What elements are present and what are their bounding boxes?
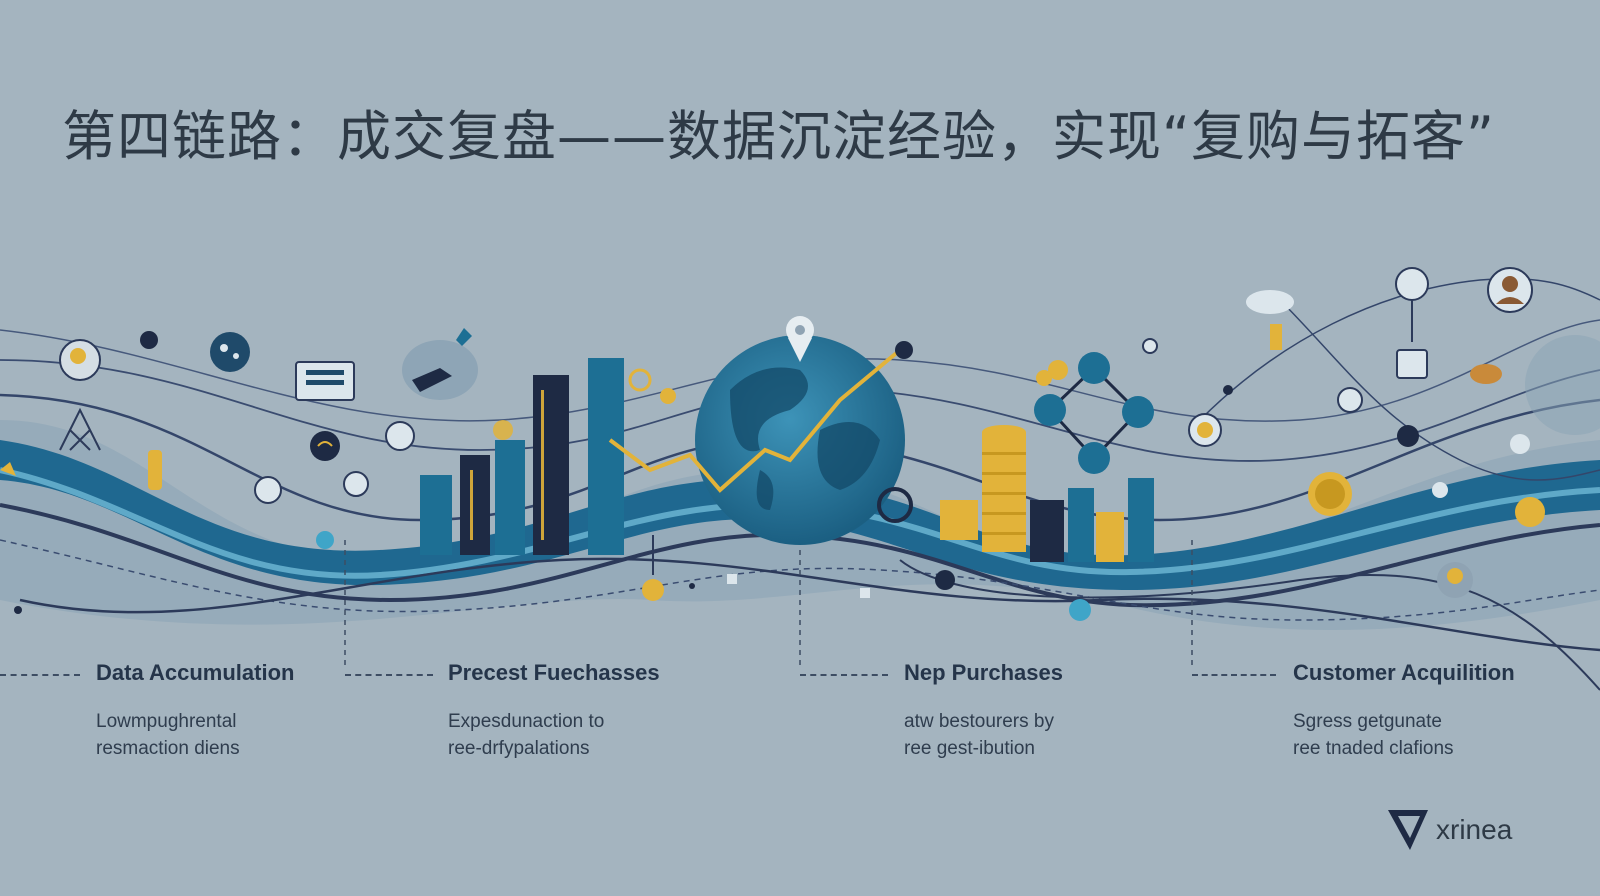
stage-description-line: ree tnaded clafions (1293, 738, 1454, 759)
logo-mark-space (1388, 808, 1430, 852)
stage-title: Nep Purchases (904, 660, 1063, 685)
stage-divider (0, 674, 80, 676)
stage-description-line: ree-drfypalations (448, 738, 590, 759)
stage-description: Lowmpughrental resmaction diens (96, 708, 240, 762)
stage-title: Precest Fuechasses (448, 660, 660, 685)
globe-icon (608, 316, 1091, 621)
stage-description-line: Lowmpughrental (96, 711, 237, 732)
stage-description-line: Sgress getgunate (1293, 711, 1442, 732)
stage-description-line: resmaction diens (96, 738, 240, 759)
stage-description: Sgress getgunate ree tnaded clafions (1293, 708, 1454, 762)
stage-description: atw bestourers by ree gest-ibution (904, 708, 1054, 762)
right-icons (1188, 267, 1600, 598)
stage-divider (800, 674, 888, 676)
stage-title: Data Accumulation (96, 660, 295, 685)
stage-description: Expesdunaction to ree-drfypalations (448, 708, 604, 762)
page-title: 第四链路：成交复盘——数据沉淀经验，实现“复购与拓客” (62, 105, 1495, 168)
right-bar-cluster (940, 338, 1158, 562)
logo-text: xrinea (1436, 814, 1513, 845)
left-bar-cluster (420, 358, 870, 601)
stage-title: Customer Acquilition (1293, 660, 1515, 685)
v-logo-icon (1388, 810, 1428, 850)
connector-lines (344, 540, 1193, 665)
stage-description-line: Expesdunaction to (448, 711, 605, 732)
stage-divider (345, 674, 433, 676)
left-icons (0, 328, 478, 614)
stage-divider (1192, 674, 1276, 676)
stage-description-line: atw bestourers by (904, 711, 1054, 732)
stage-description-line: ree gest-ibution (904, 738, 1035, 759)
brand-logo: xrinea (1388, 808, 1512, 852)
